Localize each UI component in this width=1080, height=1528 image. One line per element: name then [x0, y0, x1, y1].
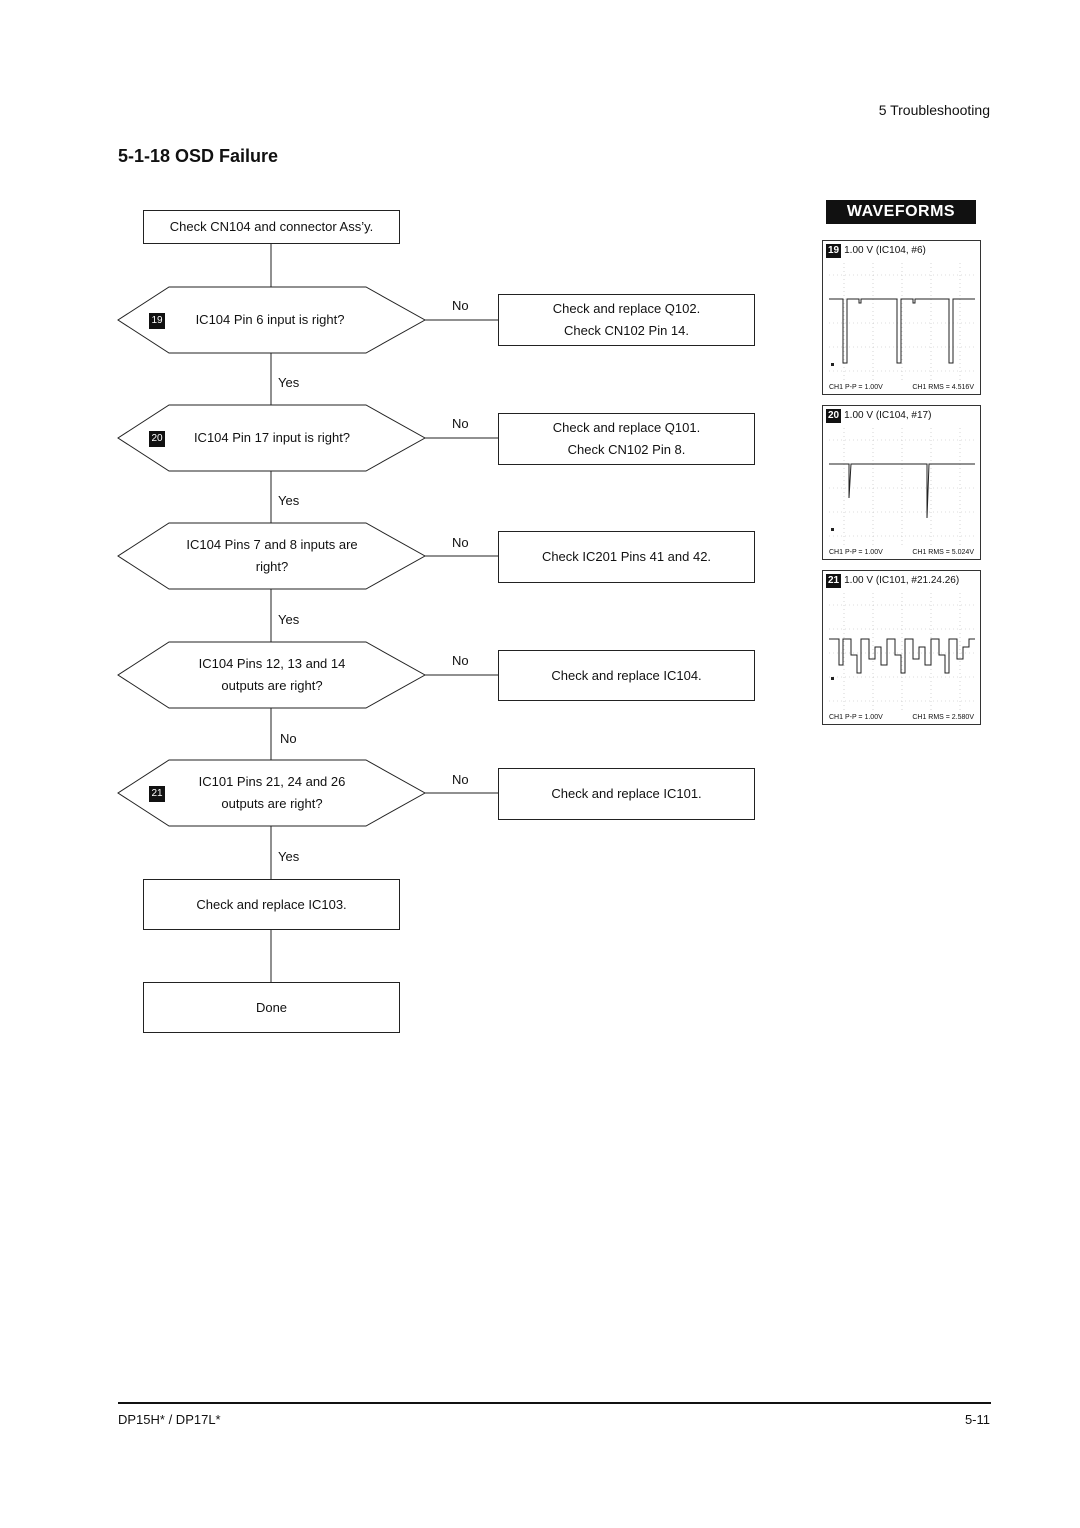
badge-19: 19 [149, 313, 165, 329]
decision-diamond-2 [117, 404, 427, 472]
scope-21-title: 21 1.00 V (IC101, #21.24.26) [826, 574, 959, 588]
action-5-line-1: Check and replace IC101. [551, 786, 702, 801]
scope-19-pp: CH1 P-P = 1.00V [829, 384, 883, 391]
decision-4-down-label: No [280, 731, 297, 746]
section-title: 5-1-18 OSD Failure [118, 146, 279, 166]
action-box-2: Check and replace Q101. Check CN102 Pin … [498, 413, 755, 465]
decision-1-no-label: No [452, 298, 469, 313]
scope-20-label: 1.00 V (IC104, #17) [844, 410, 932, 421]
waveforms-title: WAVEFORMS [826, 200, 976, 224]
start-text: Check CN104 and connector Ass’y. [169, 219, 374, 234]
decision-4-line-2: outputs are right? [221, 678, 323, 693]
scope-19: 19 1.00 V (IC104, #6) CH1 P-P = 1.00V CH… [822, 240, 981, 395]
decision-3-line-1: IC104 Pins 7 and 8 inputs are [186, 537, 358, 552]
action-box-3: Check IC201 Pins 41 and 42. [498, 531, 755, 583]
decision-5-line-2: outputs are right? [221, 796, 323, 811]
decision-diamond-4 [117, 641, 427, 709]
decision-3-line-2: right? [255, 559, 289, 574]
decision-3-yes-label: Yes [278, 612, 300, 627]
action-3-line-1: Check IC201 Pins 41 and 42. [541, 549, 712, 564]
decision-3-text: IC104 Pins 7 and 8 inputs are right? [162, 534, 382, 578]
scope-19-trace [829, 263, 975, 381]
decision-4-text: IC104 Pins 12, 13 and 14 outputs are rig… [162, 653, 382, 697]
decision-diamond-5 [117, 759, 427, 827]
scope-20-badge: 20 [826, 409, 842, 423]
decision-diamond-1 [117, 286, 427, 354]
decision-1-text: IC104 Pin 6 input is right? [170, 309, 370, 331]
decision-5-yes-label: Yes [278, 849, 300, 864]
action-box-1: Check and replace Q102. Check CN102 Pin … [498, 294, 755, 346]
scope-20-rms: CH1 RMS = 5.024V [912, 549, 974, 556]
scope-21-label: 1.00 V (IC101, #21.24.26) [844, 575, 960, 586]
scope-21-rms: CH1 RMS = 2.580V [912, 714, 974, 721]
action-1-line-2: Check CN102 Pin 14. [563, 323, 689, 338]
done-text: Done [255, 999, 288, 1015]
scope-21-trace [829, 593, 975, 711]
decision-4-line-1: IC104 Pins 12, 13 and 14 [198, 656, 346, 671]
decision-2-text: IC104 Pin 17 input is right? [172, 427, 372, 449]
action-box-4: Check and replace IC104. [498, 650, 755, 701]
done-box: Done [143, 982, 400, 1033]
action-4-line-1: Check and replace IC104. [551, 667, 702, 683]
replace-ic103-text: Check and replace IC103. [196, 896, 347, 912]
decision-5-text: IC101 Pins 21, 24 and 26 outputs are rig… [162, 771, 382, 815]
scope-20-trace [829, 428, 975, 546]
footer-page-number: 5-11 [964, 1412, 990, 1427]
decision-5-no-label: No [452, 772, 469, 787]
action-box-5: Check and replace IC101. [498, 768, 755, 820]
decision-1-line-1: IC104 Pin 6 input is right? [195, 312, 345, 327]
action-2-line-2: Check CN102 Pin 8. [567, 442, 686, 457]
scope-19-label: 1.00 V (IC104, #6) [844, 245, 926, 256]
action-2-line-1: Check and replace Q101. [552, 420, 701, 435]
decision-4-no-label: No [452, 653, 469, 668]
scope-21-badge: 21 [826, 574, 842, 588]
decision-diamond-3 [117, 522, 427, 590]
decision-2-yes-label: Yes [278, 493, 300, 508]
badge-20: 20 [149, 431, 165, 447]
decision-3-no-label: No [452, 535, 469, 550]
decision-5-line-1: IC101 Pins 21, 24 and 26 [198, 774, 346, 789]
scope-20: 20 1.00 V (IC104, #17) CH1 P-P = 1.00V C… [822, 405, 981, 560]
scope-19-rms: CH1 RMS = 4.516V [912, 384, 974, 391]
footer-rule [118, 1402, 991, 1404]
decision-2-no-label: No [452, 416, 469, 431]
scope-20-title: 20 1.00 V (IC104, #17) [826, 409, 931, 423]
badge-21: 21 [149, 786, 165, 802]
decision-2-line-1: IC104 Pin 17 input is right? [193, 430, 351, 445]
replace-ic103-box: Check and replace IC103. [143, 879, 400, 930]
action-1-line-1: Check and replace Q102. [552, 301, 701, 316]
chapter-header: 5 Troubleshooting [878, 102, 990, 118]
scope-21: 21 1.00 V (IC101, #21.24.26) CH1 P-P = 1… [822, 570, 981, 725]
decision-1-yes-label: Yes [278, 375, 300, 390]
scope-19-title: 19 1.00 V (IC104, #6) [826, 244, 926, 258]
scope-19-badge: 19 [826, 244, 842, 258]
scope-21-pp: CH1 P-P = 1.00V [829, 714, 883, 721]
footer-model: DP15H* / DP17L* [118, 1412, 221, 1427]
start-box: Check CN104 and connector Ass’y. [143, 210, 400, 244]
flowchart-lines [117, 244, 498, 982]
scope-20-pp: CH1 P-P = 1.00V [829, 549, 883, 556]
